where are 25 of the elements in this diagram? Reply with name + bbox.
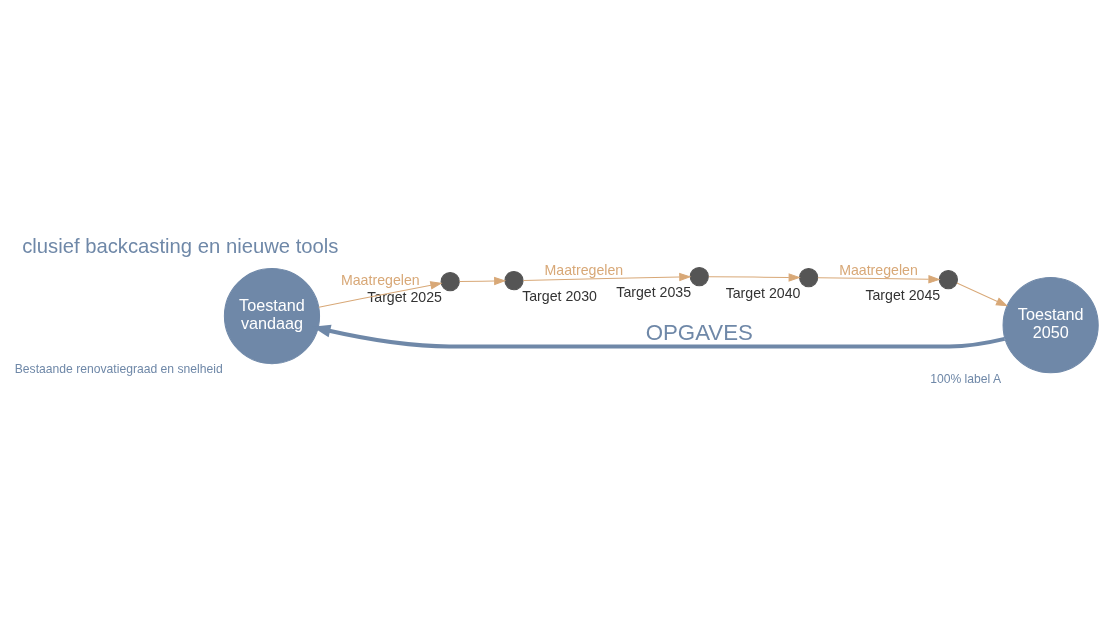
node-circle: Toestand 2050 — [1002, 276, 1099, 373]
arrow — [708, 272, 801, 282]
node-circle — [799, 267, 819, 287]
node-circle — [440, 271, 460, 291]
arrow — [522, 272, 692, 281]
node-label: Bestaande renovatiegraad en snelheid — [14, 361, 223, 376]
node-label: Target 2045 — [865, 286, 941, 303]
arrow — [817, 274, 941, 284]
edge-label: Maatregelen — [839, 261, 918, 278]
edge-label: OPGAVES — [645, 319, 753, 345]
node-label: Target 2025 — [367, 288, 442, 305]
node-label: 100% label A — [930, 371, 1002, 386]
node-label: Target 2030 — [522, 287, 597, 304]
node-circle — [689, 266, 709, 286]
node-circle — [504, 270, 524, 290]
diagram-title: clusief backcasting en nieuwe tools — [22, 234, 339, 257]
node-circle: Toestand vandaag — [223, 267, 321, 364]
arrow — [459, 276, 507, 285]
arrow — [956, 282, 1009, 306]
node-label: Target 2040 — [725, 284, 801, 301]
node-circle — [938, 269, 958, 289]
node-label: Target 2035 — [616, 283, 692, 300]
edge-label: Maatregelen — [544, 261, 624, 278]
arrow — [318, 280, 443, 308]
edge-label: Maatregelen — [340, 271, 420, 288]
